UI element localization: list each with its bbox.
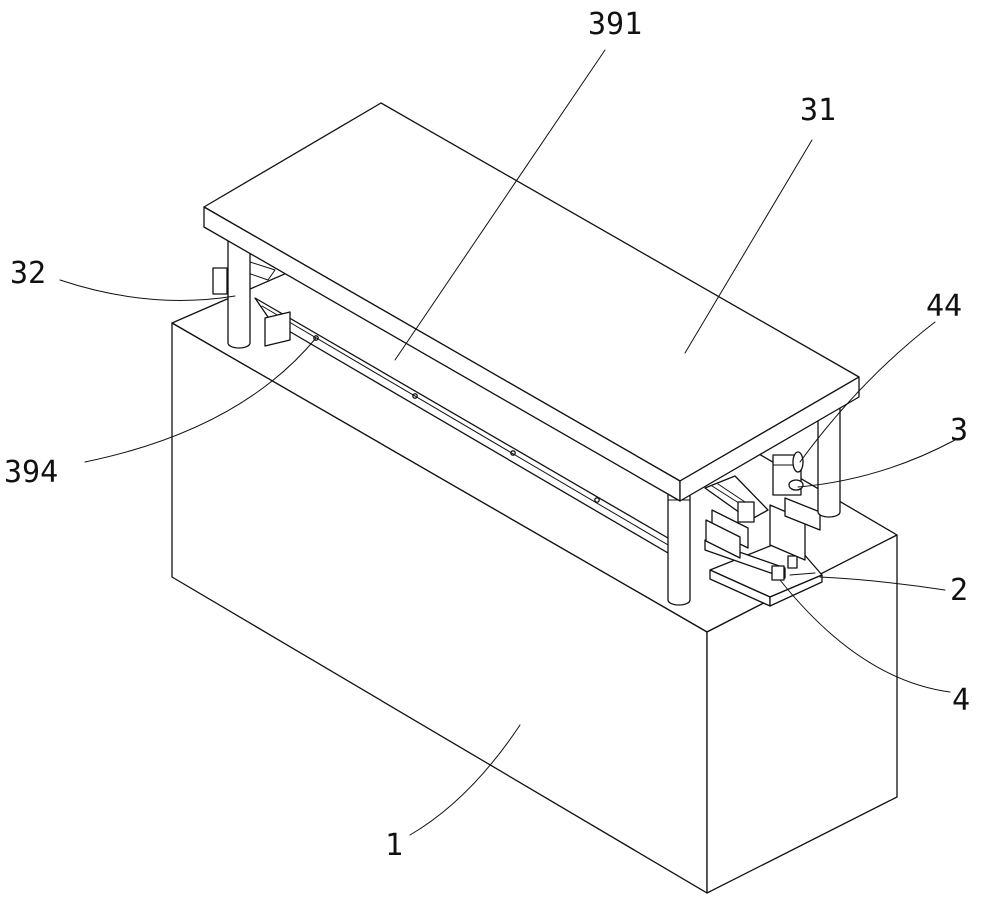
front-left-leg: [227, 235, 251, 349]
leader-31: [684, 139, 813, 354]
label-31: 31: [800, 93, 836, 128]
table-top-side-edge: [679, 376, 860, 502]
left-rear-block: [212, 267, 228, 295]
table-top: [203, 102, 860, 502]
long-rail-edge: [261, 305, 681, 553]
wire: [789, 572, 816, 576]
leader-3: [797, 439, 956, 488]
rail-bolt-3: [510, 450, 516, 456]
label-2: 2: [950, 573, 968, 608]
cylinder-cap: [792, 451, 804, 473]
small-post: [787, 555, 798, 569]
clamp-hatch-2: [717, 483, 746, 503]
left-rear-bracket: [244, 261, 276, 281]
right-plate-top: [784, 497, 821, 531]
leader-394: [84, 337, 317, 463]
carriage-plate-side: [769, 574, 823, 607]
leader-lines: [59, 49, 956, 836]
rail-bolt-4: [594, 497, 600, 503]
leader-4: [779, 579, 951, 693]
left-lower-block: [264, 311, 291, 347]
front-right-leg: [667, 489, 691, 606]
label-32: 32: [10, 256, 46, 291]
rear-legs: [817, 399, 841, 518]
front-legs: [227, 235, 691, 606]
label-3: 3: [950, 413, 968, 448]
leader-2: [819, 576, 946, 591]
mechanism: [212, 261, 823, 607]
inner-plate-2: [705, 519, 741, 559]
label-394: 394: [4, 455, 58, 490]
reference-labels: 391 31 32 44 3 394 2 4 1: [4, 7, 970, 863]
clamp-block: [737, 501, 755, 523]
cylinder-base: [788, 479, 804, 491]
rail-bolt-2: [412, 393, 418, 399]
base-side-face: [706, 534, 898, 894]
leader-32: [59, 279, 236, 301]
label-391: 391: [588, 7, 642, 42]
label-44: 44: [926, 289, 962, 324]
label-1: 1: [385, 828, 403, 863]
leader-391: [394, 49, 606, 361]
slider-stop: [771, 565, 785, 581]
label-4: 4: [952, 683, 970, 718]
rear-right-leg: [817, 399, 841, 518]
leader-1: [409, 724, 521, 836]
leader-44: [799, 321, 936, 463]
rail-bolt-1: [313, 335, 319, 341]
